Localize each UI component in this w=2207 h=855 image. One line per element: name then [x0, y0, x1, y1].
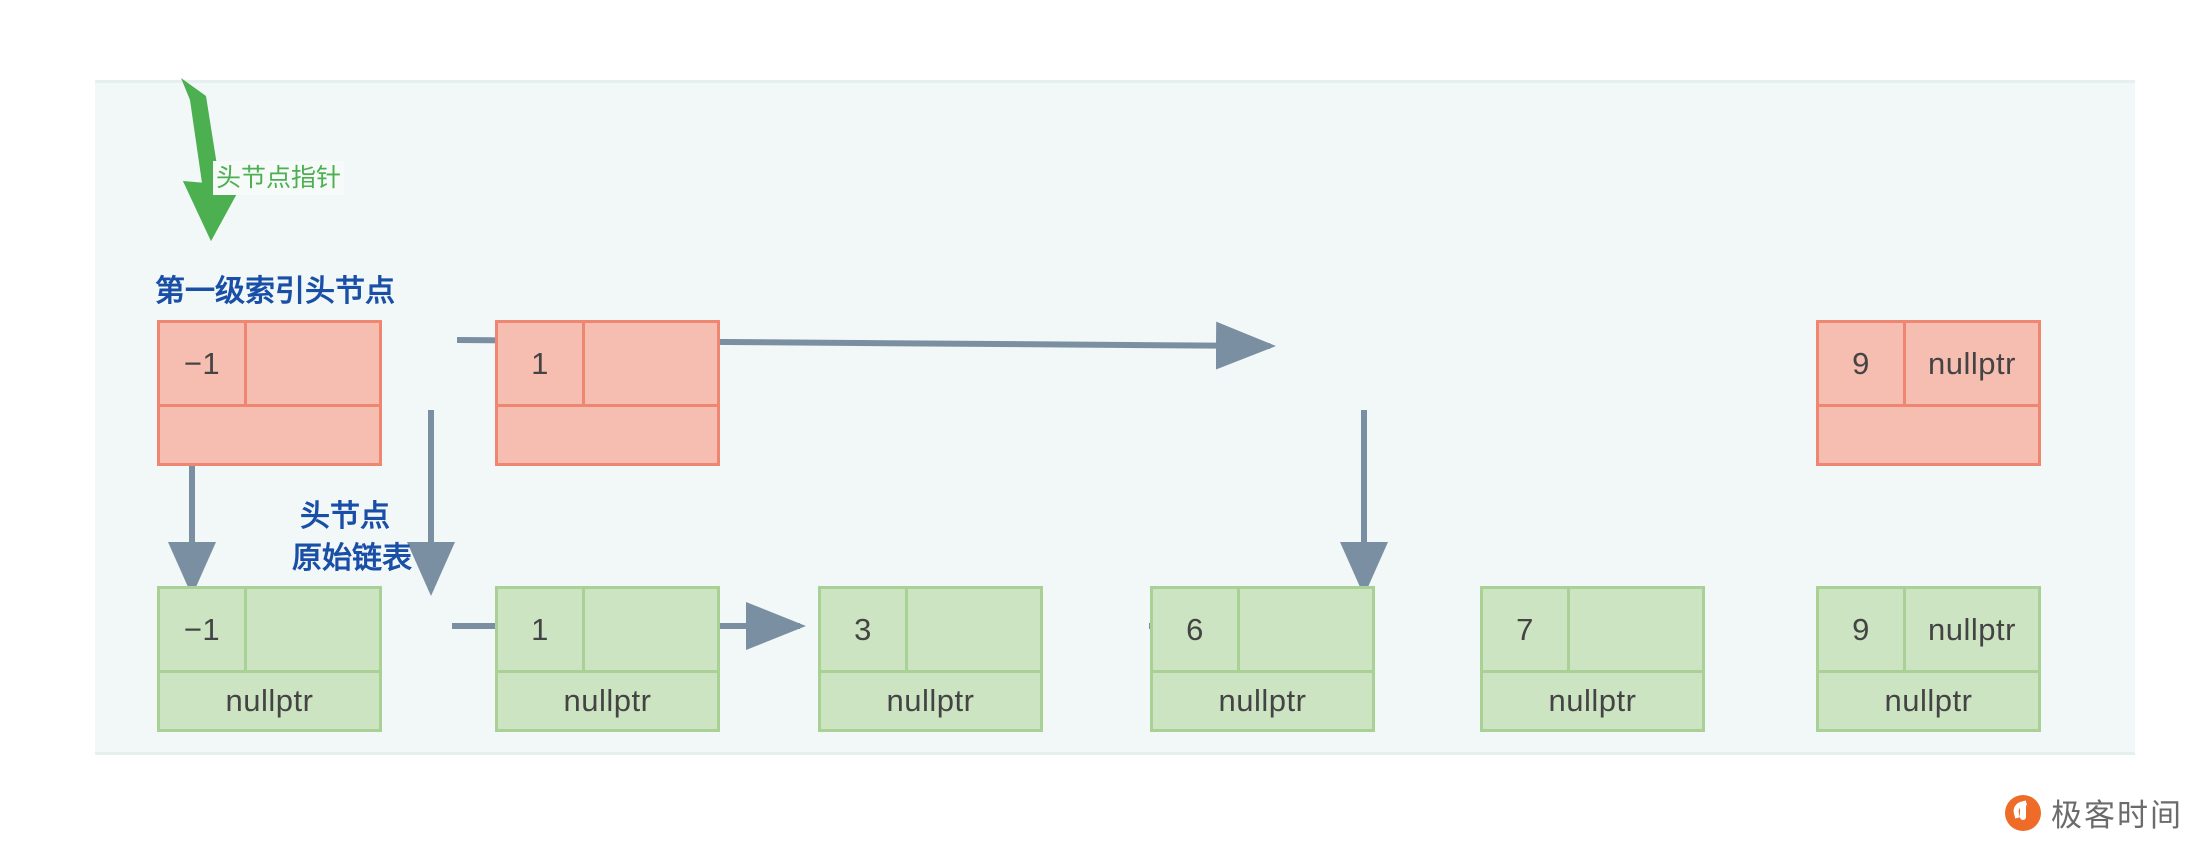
base-node-4-top: 7	[1480, 586, 1705, 670]
base-node-5-next: nullptr	[1928, 611, 2016, 647]
base-node-1-value: 1	[498, 589, 585, 670]
base-node-5-value: 9	[1819, 589, 1906, 670]
watermark: 极客时间	[2005, 790, 2183, 835]
base-node-5[interactable]: 9 nullptr nullptr	[1816, 586, 2041, 732]
base-node-0-value: −1	[160, 589, 247, 670]
geektime-logo-icon	[2005, 794, 2041, 831]
head-pointer-label: 头节点指针	[213, 161, 345, 195]
index-node-0-down	[157, 404, 382, 466]
index-node-2-top: 9 nullptr	[1816, 320, 2041, 404]
base-head-label-line2: 原始链表	[292, 542, 412, 575]
base-node-0-down: nullptr	[157, 670, 382, 732]
base-node-4[interactable]: 7 nullptr	[1480, 586, 1705, 732]
base-node-0-top: −1	[157, 586, 382, 670]
base-node-3-down: nullptr	[1150, 670, 1375, 732]
index-node-1-next	[585, 323, 717, 404]
index-node-0-next	[247, 323, 379, 404]
base-node-3[interactable]: 6 nullptr	[1150, 586, 1375, 732]
index-node-1-value: 1	[498, 323, 585, 404]
base-node-5-down: nullptr	[1816, 670, 2041, 732]
base-node-3-top: 6	[1150, 586, 1375, 670]
base-node-4-down: nullptr	[1480, 670, 1705, 732]
index-node-2[interactable]: 9 nullptr	[1816, 320, 2041, 466]
index-node-2-down	[1816, 404, 2041, 466]
base-node-2-top: 3	[818, 586, 1043, 670]
base-node-2-down: nullptr	[818, 670, 1043, 732]
index-node-2-value: 9	[1819, 323, 1906, 404]
index-node-2-next: nullptr	[1928, 345, 2016, 381]
base-head-label-line1: 头节点	[300, 500, 390, 533]
base-node-1[interactable]: 1 nullptr	[495, 586, 720, 732]
base-node-3-next	[1240, 589, 1372, 670]
index-node-1-top: 1	[495, 320, 720, 404]
base-node-3-value: 6	[1153, 589, 1240, 670]
index-node-1[interactable]: 1	[495, 320, 720, 466]
watermark-text: 极客时间	[2051, 798, 2183, 833]
index-node-0-top: −1	[157, 320, 382, 404]
base-node-4-value: 7	[1483, 589, 1570, 670]
index-node-0-value: −1	[160, 323, 247, 404]
base-node-1-next	[585, 589, 717, 670]
base-node-0-next	[247, 589, 379, 670]
base-node-2-next	[908, 589, 1040, 670]
base-node-1-top: 1	[495, 586, 720, 670]
diagram-panel	[95, 80, 2135, 755]
index-head-node-label: 第一级索引头节点	[155, 275, 395, 308]
index-node-0[interactable]: −1	[157, 320, 382, 466]
base-node-2-value: 3	[821, 589, 908, 670]
base-node-4-next	[1570, 589, 1702, 670]
index-node-1-down	[495, 404, 720, 466]
base-node-2[interactable]: 3 nullptr	[818, 586, 1043, 732]
base-node-1-down: nullptr	[495, 670, 720, 732]
base-node-5-top: 9 nullptr	[1816, 586, 2041, 670]
base-node-0[interactable]: −1 nullptr	[157, 586, 382, 732]
